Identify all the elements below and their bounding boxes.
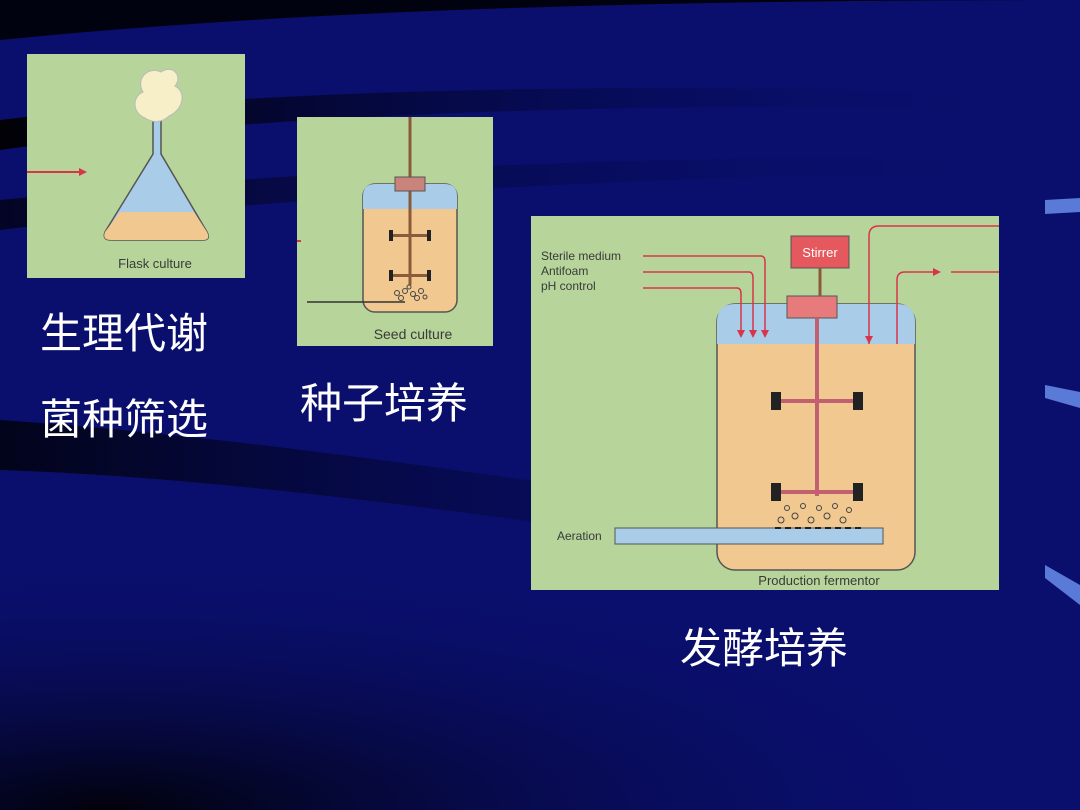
production-fermentor-panel: Stirrer Sterile medium Antifoam pH contr… (531, 216, 999, 590)
input-ph-control: pH control (541, 279, 596, 293)
aeration-label: Aeration (557, 529, 602, 543)
caption-seed-culture: 种子培养 (300, 379, 469, 428)
caption-fermentation: 发酵培养 (680, 624, 849, 673)
input-antifoam: Antifoam (541, 264, 588, 278)
flask-illustration: Flask culture (27, 68, 210, 271)
caption-physiology: 生理代谢 (40, 309, 209, 358)
seed-culture-panel: Seed culture (297, 117, 493, 346)
fermentor-illustration: Stirrer Sterile medium Antifoam pH contr… (541, 225, 999, 588)
seed-tank-illustration: Seed culture (297, 117, 458, 342)
stirrer-label: Stirrer (802, 245, 838, 260)
input-sterile-medium: Sterile medium (541, 249, 621, 263)
flask-culture-panel: Flask culture (27, 54, 245, 278)
caption-strain-screening: 菌种筛选 (40, 395, 209, 444)
flask-culture-label: Flask culture (118, 256, 192, 271)
production-fermentor-label: Production fermentor (758, 573, 880, 588)
seed-culture-label: Seed culture (374, 326, 453, 342)
